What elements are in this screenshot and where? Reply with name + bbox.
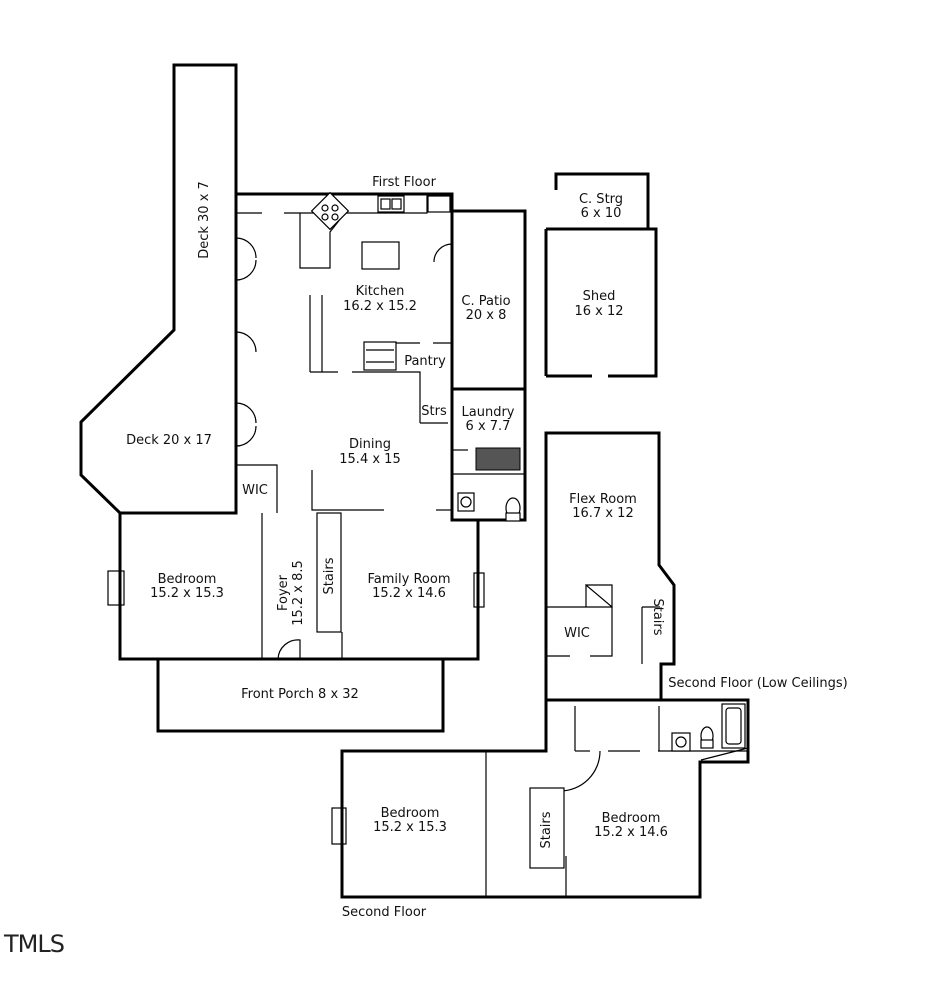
bedroom-3-label: Bedroom — [602, 811, 661, 826]
strs-label: Strs — [421, 404, 447, 419]
sink-2-icon — [671, 732, 691, 752]
cstrg-size: 6 x 10 — [581, 206, 622, 221]
first-floor-interior — [107, 194, 525, 660]
second-floor-outline — [340, 698, 750, 899]
pantry-label: Pantry — [404, 354, 446, 369]
family-room-size: 15.2 x 14.6 — [372, 586, 446, 601]
stove-icon — [310, 191, 350, 231]
kitchen-label: Kitchen — [356, 284, 405, 299]
stairs-label-1: Stairs — [322, 557, 337, 594]
bedroom-1-size: 15.2 x 15.3 — [150, 586, 224, 601]
tmls-logo: TMLS — [3, 930, 64, 958]
shed-outline — [546, 227, 658, 378]
bedroom-1-label: Bedroom — [158, 572, 217, 587]
patio-size: 20 x 8 — [466, 308, 507, 323]
bedroom-3-size: 15.2 x 14.6 — [594, 825, 668, 840]
stairs-2-label: Stairs — [539, 811, 554, 848]
house-outline — [118, 192, 480, 661]
deck-30-label: Deck 30 x 7 — [197, 181, 212, 259]
flex-room-interior — [546, 583, 660, 664]
shed-label: Shed — [583, 289, 616, 304]
toilet-2-icon — [700, 726, 714, 749]
cstrg-label: C. Strg — [579, 192, 623, 207]
front-porch-label: Front Porch 8 x 32 — [241, 687, 359, 702]
bedroom-2-size: 15.2 x 15.3 — [373, 820, 447, 835]
patio-label: C. Patio — [461, 294, 510, 309]
family-room-label: Family Room — [368, 572, 451, 587]
dining-label: Dining — [349, 437, 391, 452]
flex-room-label: Flex Room — [569, 492, 637, 507]
shed-size: 16 x 12 — [574, 304, 623, 319]
dining-size: 15.4 x 15 — [339, 452, 400, 467]
flex-room-outline — [544, 431, 676, 702]
cstrg-outline — [554, 172, 650, 229]
fridge-icon — [427, 195, 451, 213]
stairs-flex-label: Stairs — [650, 598, 665, 635]
bedroom-2-label: Bedroom — [381, 806, 440, 821]
toilet-icon — [505, 497, 521, 522]
wic-2-label: WIC — [564, 626, 590, 641]
front-porch-outline — [156, 659, 445, 733]
sink-icon — [377, 195, 405, 213]
range-icon — [363, 341, 397, 371]
laundry-size: 6 x 7.7 — [466, 419, 511, 434]
foyer-label: Foyer — [276, 574, 291, 611]
wic-label: WIC — [242, 483, 268, 498]
first-floor-title: First Floor — [372, 175, 436, 190]
second-floor-interior — [331, 703, 749, 897]
laundry-label: Laundry — [462, 405, 515, 420]
washer-dryer-icon — [475, 447, 521, 471]
foyer-size: 15.2 x 8.5 — [291, 560, 306, 626]
second-floor-low-title: Second Floor (Low Ceilings) — [668, 676, 848, 691]
sink-round-icon — [457, 492, 475, 512]
deck-outline — [79, 63, 238, 515]
deck-20-label: Deck 20 x 17 — [126, 433, 212, 448]
second-floor-title: Second Floor — [342, 905, 427, 920]
laundry-outline — [452, 387, 527, 522]
kitchen-size: 16.2 x 15.2 — [343, 299, 417, 314]
flex-room-size: 16.7 x 12 — [572, 506, 633, 521]
